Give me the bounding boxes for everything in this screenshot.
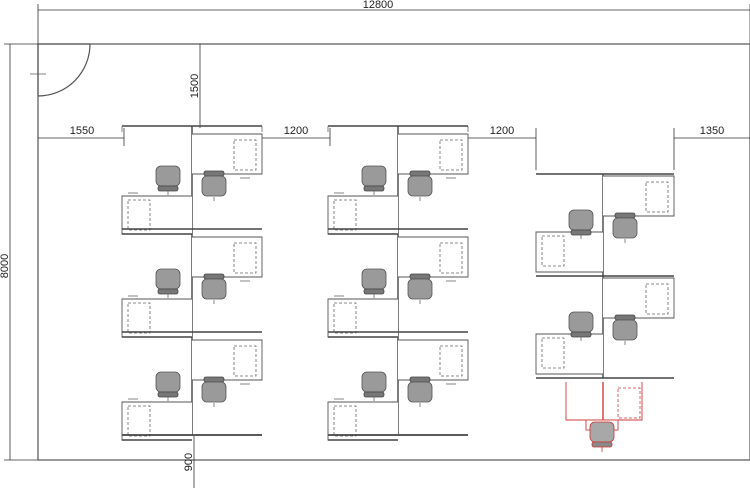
bottom-clearance-label: 900 — [183, 453, 195, 471]
workstation-row — [327, 339, 469, 441]
cabinet-right — [233, 242, 257, 274]
cabinet-right — [645, 181, 669, 213]
cabinet-left — [333, 405, 357, 437]
office-chair-icon — [361, 165, 387, 195]
left-aisle-dimension: 1550 — [38, 125, 125, 146]
workstation-clusters — [121, 125, 675, 452]
workstation-row — [121, 339, 263, 441]
cabinet-left — [333, 199, 357, 231]
desk-right — [192, 133, 263, 175]
cabinet-right — [439, 345, 463, 377]
desk-left — [535, 333, 603, 375]
office-chair-icon — [612, 212, 638, 243]
office-chair-icon — [612, 314, 638, 345]
door-swing-icon — [30, 43, 91, 97]
workstation-row — [327, 133, 469, 235]
office-chair-icon — [155, 165, 181, 195]
bottom-clearance-dimension: 900 — [183, 436, 195, 488]
cabinet-right — [439, 139, 463, 171]
cabinet-right — [645, 283, 669, 315]
cabinet-right — [439, 242, 463, 274]
cabinet-left — [127, 302, 151, 334]
top-clearance-dimension: 1500 — [189, 44, 201, 128]
office-chair-icon — [201, 273, 227, 304]
top-clearance-label: 1500 — [189, 74, 201, 98]
desk-left — [535, 231, 603, 273]
right-aisle-label: 1350 — [700, 125, 724, 137]
aisle-2-dimension: 1200 — [468, 125, 537, 170]
proposed-workstation — [565, 382, 643, 452]
aisle-2-label: 1200 — [490, 125, 514, 137]
cabinet-left — [127, 199, 151, 231]
room-outline — [37, 43, 750, 461]
width-dimension: 12800 — [37, 0, 750, 44]
office-chair-icon — [155, 268, 181, 298]
office-chair-icon — [407, 170, 433, 201]
office-chair-icon — [568, 209, 594, 239]
desk-right — [192, 339, 263, 381]
right-aisle-dimension: 1350 — [673, 125, 750, 170]
cabinet-left — [333, 302, 357, 334]
cabinet-proposed — [617, 387, 641, 419]
office-chair-icon — [589, 421, 615, 443]
aisle-1-label: 1200 — [284, 125, 308, 137]
aisle-1-dimension: 1200 — [262, 125, 331, 146]
workstation-row — [535, 175, 675, 273]
office-chair-icon — [568, 311, 594, 341]
workstation-cluster — [327, 125, 469, 441]
workstation-row — [121, 236, 263, 338]
height-dimension-label: 8000 — [0, 254, 11, 278]
desk-right — [603, 175, 675, 217]
office-chair-icon — [155, 371, 181, 401]
left-aisle-label: 1550 — [70, 125, 94, 137]
office-chair-icon — [201, 376, 227, 407]
workstation-row — [121, 133, 263, 235]
office-chair-icon — [407, 273, 433, 304]
cabinet-left — [541, 337, 565, 369]
cabinet-right — [233, 139, 257, 171]
workstation-row — [535, 277, 675, 375]
cabinet-left — [541, 235, 565, 267]
desk-right — [603, 277, 675, 319]
office-chair-icon — [407, 376, 433, 407]
cabinet-left — [127, 405, 151, 437]
desk-right — [398, 133, 469, 175]
workstation-row — [327, 236, 469, 338]
office-chair-icon — [201, 170, 227, 201]
desk-right — [398, 339, 469, 381]
cabinet-right — [233, 345, 257, 377]
office-chair-icon — [361, 371, 387, 401]
height-dimension: 8000 — [0, 43, 38, 461]
workstation-cluster — [535, 173, 675, 452]
desk-right — [398, 236, 469, 278]
office-chair-icon — [361, 268, 387, 298]
workstation-cluster — [121, 125, 263, 441]
desk-right — [192, 236, 263, 278]
width-dimension-label: 12800 — [363, 0, 394, 11]
